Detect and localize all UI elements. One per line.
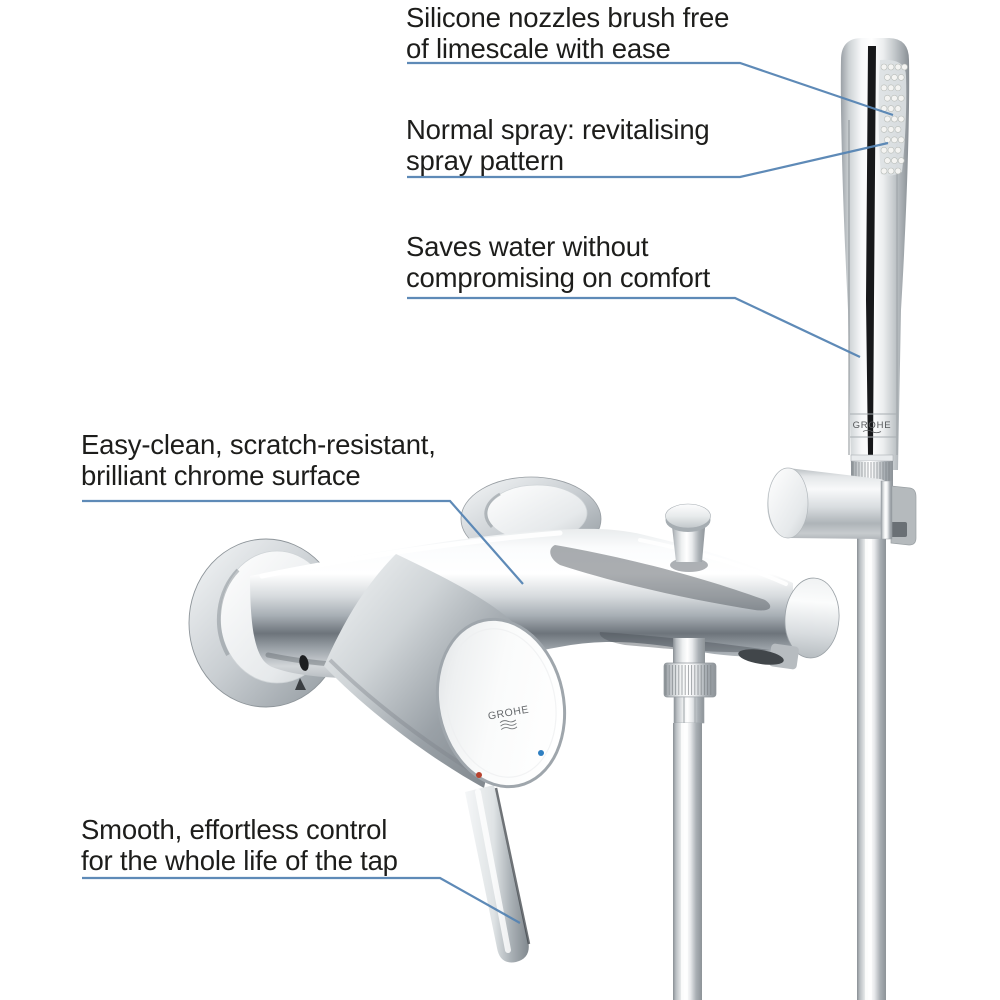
- annotation-line: for the whole life of the tap: [81, 845, 398, 876]
- annotation-line: brilliant chrome surface: [81, 460, 361, 491]
- annotation-line: Smooth, effortless control: [81, 814, 388, 845]
- lever-handle: [465, 785, 531, 963]
- annotation-line: compromising on comfort: [406, 262, 711, 293]
- annotation-chrome-surface: Easy-clean, scratch-resistant,brilliant …: [81, 429, 436, 491]
- annotation-line: Easy-clean, scratch-resistant,: [81, 429, 436, 460]
- hand-shower-set: GROHE: [767, 38, 917, 1000]
- annotation-line: Normal spray: revitalising: [406, 114, 710, 145]
- leader-smooth-control: [82, 876, 521, 924]
- handle-brand-text: GROHE: [853, 420, 892, 431]
- cartridge-cap: GROHE: [435, 617, 567, 789]
- leader-silicone-nozzles: [407, 61, 894, 117]
- shower-hose: [857, 538, 886, 1000]
- leader-water-saving: [407, 296, 861, 358]
- diverter-knob: [665, 503, 711, 572]
- diverter-hose: [673, 723, 702, 1000]
- cold-indicator-dot: [538, 750, 544, 756]
- annotation-line: Silicone nozzles brush free: [406, 2, 730, 33]
- bath-mixer: GROHE: [188, 476, 840, 1000]
- hand-shower-brand-label: GROHE: [850, 413, 897, 438]
- aerator: [738, 643, 799, 670]
- annotation-line: spray pattern: [406, 145, 564, 176]
- leader-lines: [82, 61, 894, 924]
- annotation-line: of limescale with ease: [406, 33, 671, 64]
- hand-shower: GROHE: [840, 38, 910, 487]
- wall-holder: [767, 467, 917, 546]
- leader-normal-spray: [407, 141, 889, 179]
- annotation-line: Saves water without: [406, 231, 649, 262]
- knurled-collar: [852, 462, 890, 486]
- knurled-ring: [665, 665, 712, 695]
- hot-indicator-dot: [476, 772, 482, 778]
- temperature-marks: [295, 655, 309, 690]
- spout-tip: [784, 577, 840, 659]
- leader-chrome-surface: [82, 499, 524, 585]
- diverter-hose-connector: [663, 638, 717, 724]
